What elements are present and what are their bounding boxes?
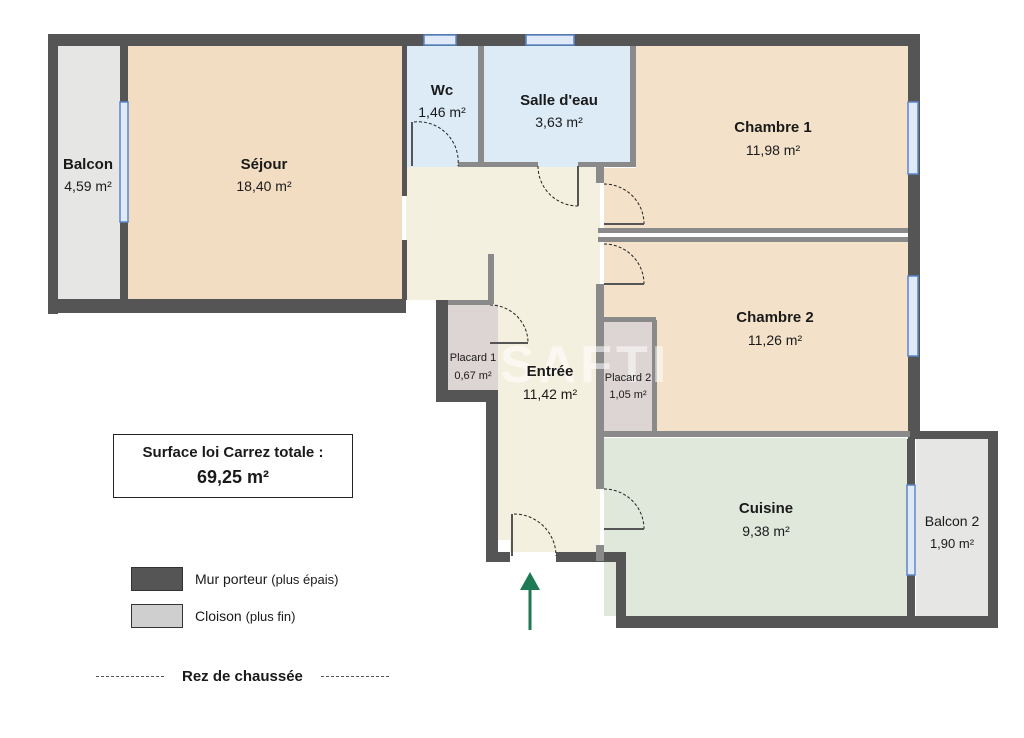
room-cuisine-fill <box>604 438 910 616</box>
legend-label: Mur porteur <box>195 571 268 587</box>
partition-walls <box>448 46 910 561</box>
room-placard2-fill <box>604 320 656 431</box>
room-balcon2-name: Balcon 2 <box>925 513 980 529</box>
door-leaves <box>411 122 644 556</box>
room-chambre1-area: 11,98 m² <box>746 142 801 158</box>
room-entree-fill <box>406 167 600 552</box>
room-sejour-fill <box>128 46 402 299</box>
legend-item-mur-porteur: Mur porteur (plus épais) <box>131 566 338 592</box>
divider-right <box>320 676 389 677</box>
legend-label: Cloison <box>195 608 242 624</box>
legend-text: Mur porteur (plus épais) <box>195 571 338 587</box>
legend-swatch-cloison <box>131 604 183 628</box>
room-balcon2-area: 1,90 m² <box>930 536 975 551</box>
room-cuisine-area: 9,38 m² <box>742 523 790 539</box>
room-salle-eau-fill <box>484 46 634 167</box>
room-balcon2-fill <box>916 438 992 616</box>
room-chambre2-area: 11,26 m² <box>748 332 803 348</box>
room-entree-area: 11,42 m² <box>523 386 578 402</box>
floor-caption: Rez de chaussée <box>96 668 389 685</box>
door-swings <box>413 121 645 557</box>
legend-item-cloison: Cloison (plus fin) <box>131 603 295 629</box>
legend-text: Cloison (plus fin) <box>195 608 295 624</box>
total-area-label: Surface loi Carrez totale : <box>142 444 324 461</box>
room-placard1-fill <box>448 304 498 390</box>
divider-left <box>96 676 164 677</box>
windows <box>119 34 919 576</box>
room-sejour-area: 18,40 m² <box>236 178 292 194</box>
floor-label: Rez de chaussée <box>182 668 303 685</box>
room-chambre1-fill <box>636 46 908 229</box>
room-chambre1-name: Chambre 1 <box>734 119 812 136</box>
room-entree-name: Entrée <box>527 363 574 380</box>
room-salle-eau-name: Salle d'eau <box>520 92 598 109</box>
room-placard1-area: 0,67 m² <box>454 370 492 382</box>
total-area-box: Surface loi Carrez totale : 69,25 m² <box>113 434 353 498</box>
room-cuisine-name: Cuisine <box>739 500 793 517</box>
entrance-arrow-icon <box>520 572 540 630</box>
room-placard2-area: 1,05 m² <box>609 389 647 401</box>
legend-swatch-mur-porteur <box>131 567 183 591</box>
room-salle-eau-area: 3,63 m² <box>535 114 583 130</box>
legend-note: (plus fin) <box>245 609 296 624</box>
room-chambre2-name: Chambre 2 <box>736 309 814 326</box>
room-wc-name: Wc <box>431 82 454 99</box>
room-chambre1-fill-2 <box>604 168 644 229</box>
room-placard2-name: Placard 2 <box>605 372 651 384</box>
room-wc-area: 1,46 m² <box>418 104 466 120</box>
room-balcon-name: Balcon <box>63 156 113 173</box>
room-wc-fill <box>406 46 478 167</box>
legend-note: (plus épais) <box>271 572 339 587</box>
total-area-value: 69,25 m² <box>196 467 270 487</box>
watermark: SAFTI <box>500 336 670 394</box>
room-balcon-fill <box>58 46 122 299</box>
room-balcon-area: 4,59 m² <box>64 178 112 194</box>
room-placard1-name: Placard 1 <box>450 352 496 364</box>
room-sejour-name: Séjour <box>241 156 288 173</box>
